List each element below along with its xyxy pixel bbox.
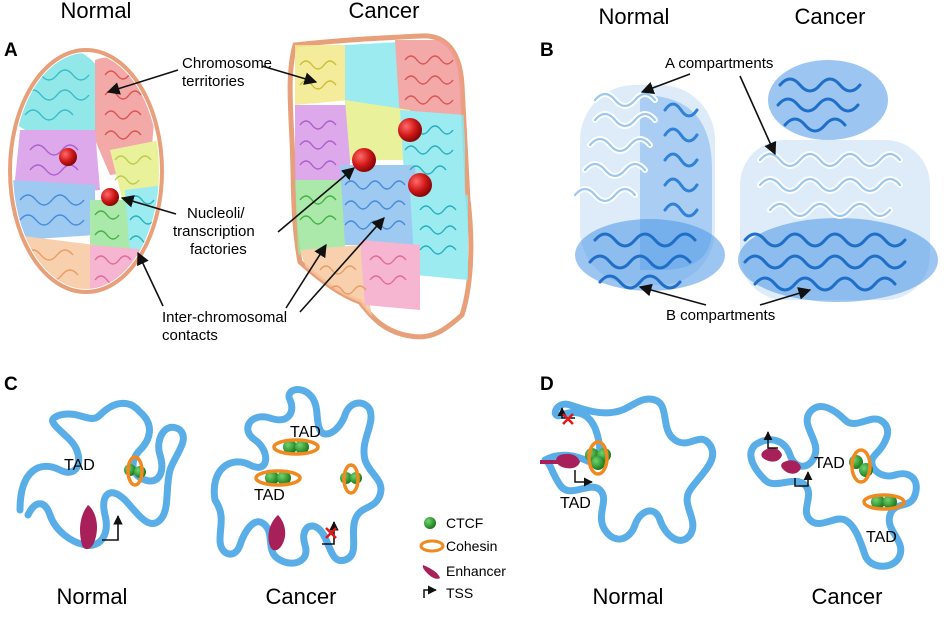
- normal-compartments: [572, 85, 725, 291]
- panel-d-cancer-tad-2: TAD: [866, 529, 897, 546]
- label-b-compartments: B compartments: [666, 307, 775, 324]
- legend: CTCF Cohesin Enhancer TSS: [419, 515, 506, 601]
- legend-ctcf-label: CTCF: [446, 515, 483, 531]
- territory-magenta: [15, 130, 100, 195]
- panel-c-cancer-anchor-1: [272, 438, 320, 456]
- panel-c-cancer-tad-2: TAD: [254, 487, 285, 504]
- panel-c: C TAD TAD TAD: [4, 374, 385, 609]
- label-contacts-line2: contacts: [162, 327, 218, 344]
- panel-d-cancer-anchor-2: [862, 493, 906, 511]
- panel-a-cancer-title: Cancer: [349, 0, 420, 23]
- nucleolus-normal-1: [59, 148, 77, 166]
- label-a-compartments: A compartments: [665, 55, 773, 72]
- panel-c-cancer-fiber: [210, 386, 385, 567]
- cancer-compartments: [738, 60, 938, 302]
- panel-a-letter: A: [4, 40, 18, 61]
- nucleolus-normal-2: [101, 188, 119, 206]
- arrow-a-normal: [640, 73, 691, 94]
- panel-d-cancer-tad-1: TAD: [814, 455, 845, 472]
- legend-tss-swatch: [423, 585, 437, 598]
- label-nucleoli-line3: factories: [190, 241, 247, 258]
- panel-b-cancer-title: Cancer: [795, 4, 866, 29]
- arrow-nucleoli-normal: [120, 195, 177, 215]
- panel-d-normal-anchor: [585, 440, 611, 476]
- panel-a: Normal Cancer A: [4, 0, 474, 344]
- legend-tss-label: TSS: [446, 585, 473, 601]
- panel-c-cancer-tad-1: TAD: [290, 424, 321, 441]
- arrow-territory-normal: [106, 69, 179, 95]
- label-territories-line2: territories: [182, 73, 245, 90]
- panel-c-cancer-title: Cancer: [266, 584, 337, 609]
- panel-b-normal-title: Normal: [599, 4, 670, 29]
- panel-b-letter: B: [540, 40, 554, 61]
- arrow-contacts-normal: [137, 251, 164, 307]
- panel-c-normal-tad: TAD: [64, 457, 95, 474]
- panel-a-normal-title: Normal: [61, 0, 132, 23]
- territory-green: [90, 200, 135, 250]
- panel-c-cancer-block-icon: [325, 527, 337, 539]
- arrow-contacts-cancer-2: [299, 217, 385, 313]
- panel-d-cancer-tss-2: [794, 471, 813, 487]
- legend-ctcf-swatch: [424, 517, 436, 529]
- arrow-contacts-cancer-1: [285, 243, 327, 309]
- cancer-nucleus: [287, 33, 474, 340]
- label-contacts-line1: Inter-chromosomal: [162, 309, 287, 326]
- panel-c-normal-anchor: [124, 455, 146, 487]
- panel-d-cancer-enhancer-1: [761, 447, 782, 462]
- arrow-nucleoli-cancer: [277, 167, 355, 233]
- panel-b: Normal Cancer B: [540, 4, 938, 324]
- panel-c-cancer-anchor-3: [340, 463, 362, 495]
- normal-nucleus: [8, 48, 164, 294]
- panel-d-cancer-enhancer-2: [781, 460, 801, 474]
- panel-d-normal-fiber: [541, 395, 716, 544]
- arrow-territory-cancer: [261, 65, 318, 85]
- panel-c-normal-tss: [102, 515, 123, 541]
- panel-c-normal-enhancer: [80, 505, 98, 550]
- nucleolus-cancer-2: [398, 118, 422, 142]
- legend-cohesin-label: Cohesin: [446, 538, 497, 554]
- arrow-b-cancer: [759, 287, 812, 306]
- nucleolus-cancer-1: [352, 148, 376, 172]
- panel-c-letter: C: [4, 374, 18, 395]
- legend-enhancer-label: Enhancer: [446, 563, 506, 579]
- panel-d-cancer-tss-1: [763, 431, 778, 449]
- legend-cohesin-swatch: [419, 539, 445, 553]
- label-nucleoli-line1: Nucleoli/: [187, 205, 245, 222]
- panel-d-normal-block-icon: [562, 413, 574, 425]
- panel-d-cancer-fiber: [747, 403, 920, 570]
- panel-d-cancer-anchor-1: [849, 448, 873, 484]
- panel-c-cancer-anchor-2: [254, 469, 302, 487]
- nucleolus-cancer-3: [408, 173, 432, 197]
- arrow-a-cancer: [739, 75, 777, 156]
- label-territories-line1: Chromosome: [182, 55, 272, 72]
- legend-enhancer-swatch: [422, 565, 440, 579]
- panel-c-normal-fiber: [16, 399, 187, 549]
- panel-d-cancer-title: Cancer: [812, 584, 883, 609]
- arrow-b-normal: [638, 283, 707, 306]
- panel-d-normal-tad: TAD: [560, 495, 591, 512]
- panel-d-normal-title: Normal: [593, 584, 664, 609]
- panel-d-normal-tss-2: [574, 470, 593, 487]
- panel-c-normal-title: Normal: [57, 584, 128, 609]
- panel-d: D TAD TAD: [540, 374, 920, 609]
- label-nucleoli-line2: transcription: [173, 223, 255, 240]
- panel-d-letter: D: [540, 374, 554, 395]
- panel-c-cancer-enhancer: [268, 515, 286, 551]
